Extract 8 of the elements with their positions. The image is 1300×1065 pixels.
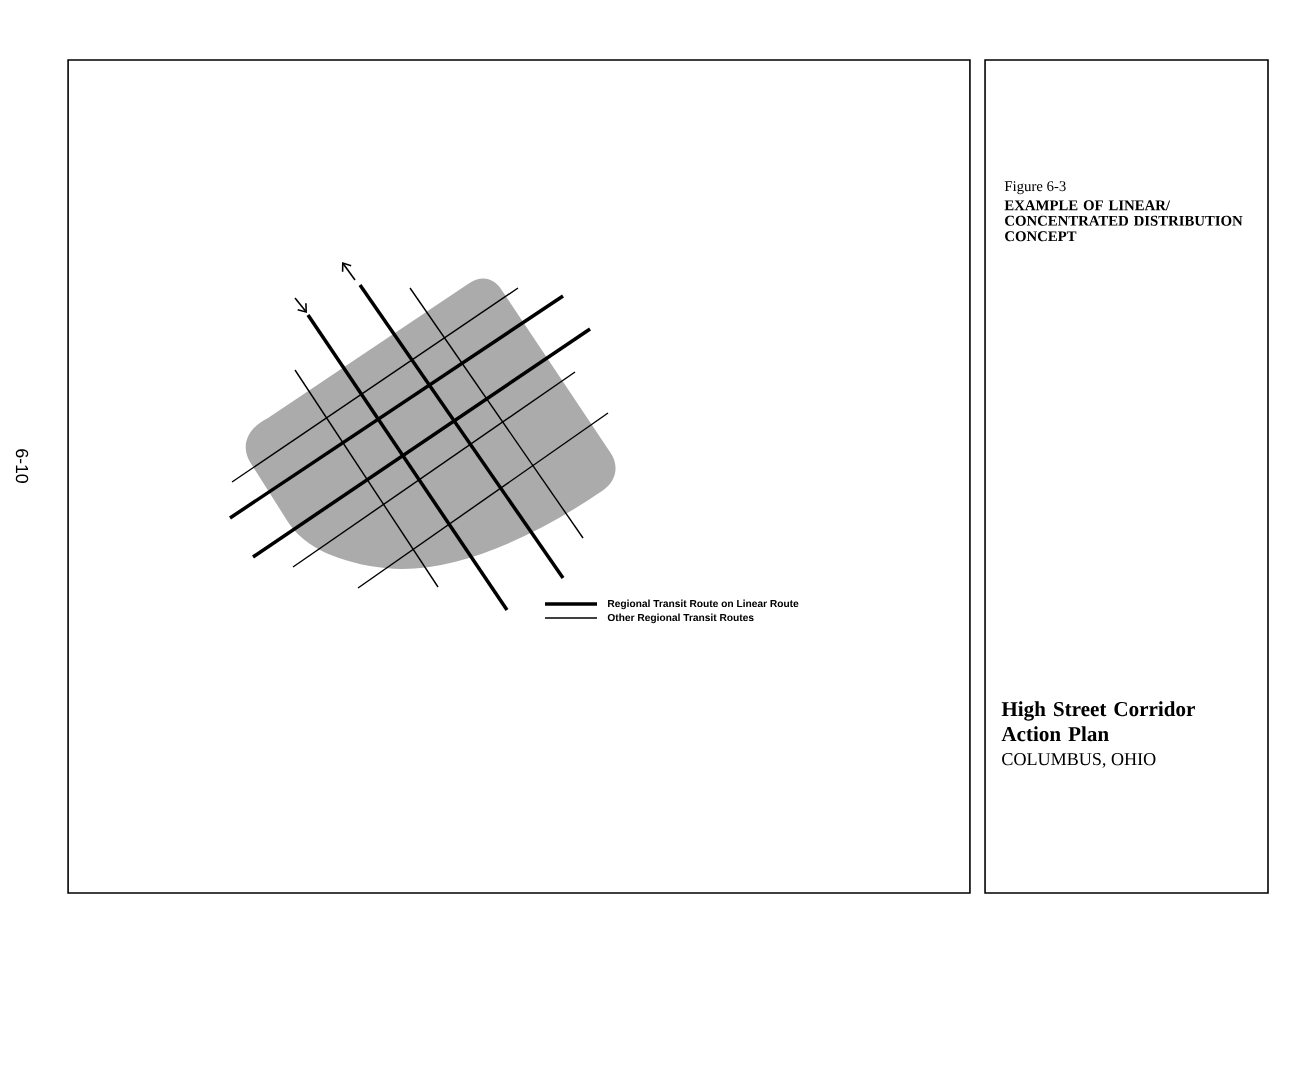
figure-number: Figure 6-3	[1004, 181, 1066, 195]
page-number: 6-10	[15, 449, 29, 483]
plan-title: High Street Corridor Action Plan	[1001, 701, 1195, 742]
frame-box	[67, 59, 971, 894]
legend-label: Other Regional Transit Routes	[607, 613, 754, 624]
figure-title: EXAMPLE OF LINEAR/ CONCENTRATED DISTRIBUTION CONCEPT	[1004, 200, 1243, 242]
place-name: COLUMBUS, OHIO	[1002, 753, 1156, 768]
legend-label: Regional Transit Route on Linear Route	[608, 599, 799, 610]
